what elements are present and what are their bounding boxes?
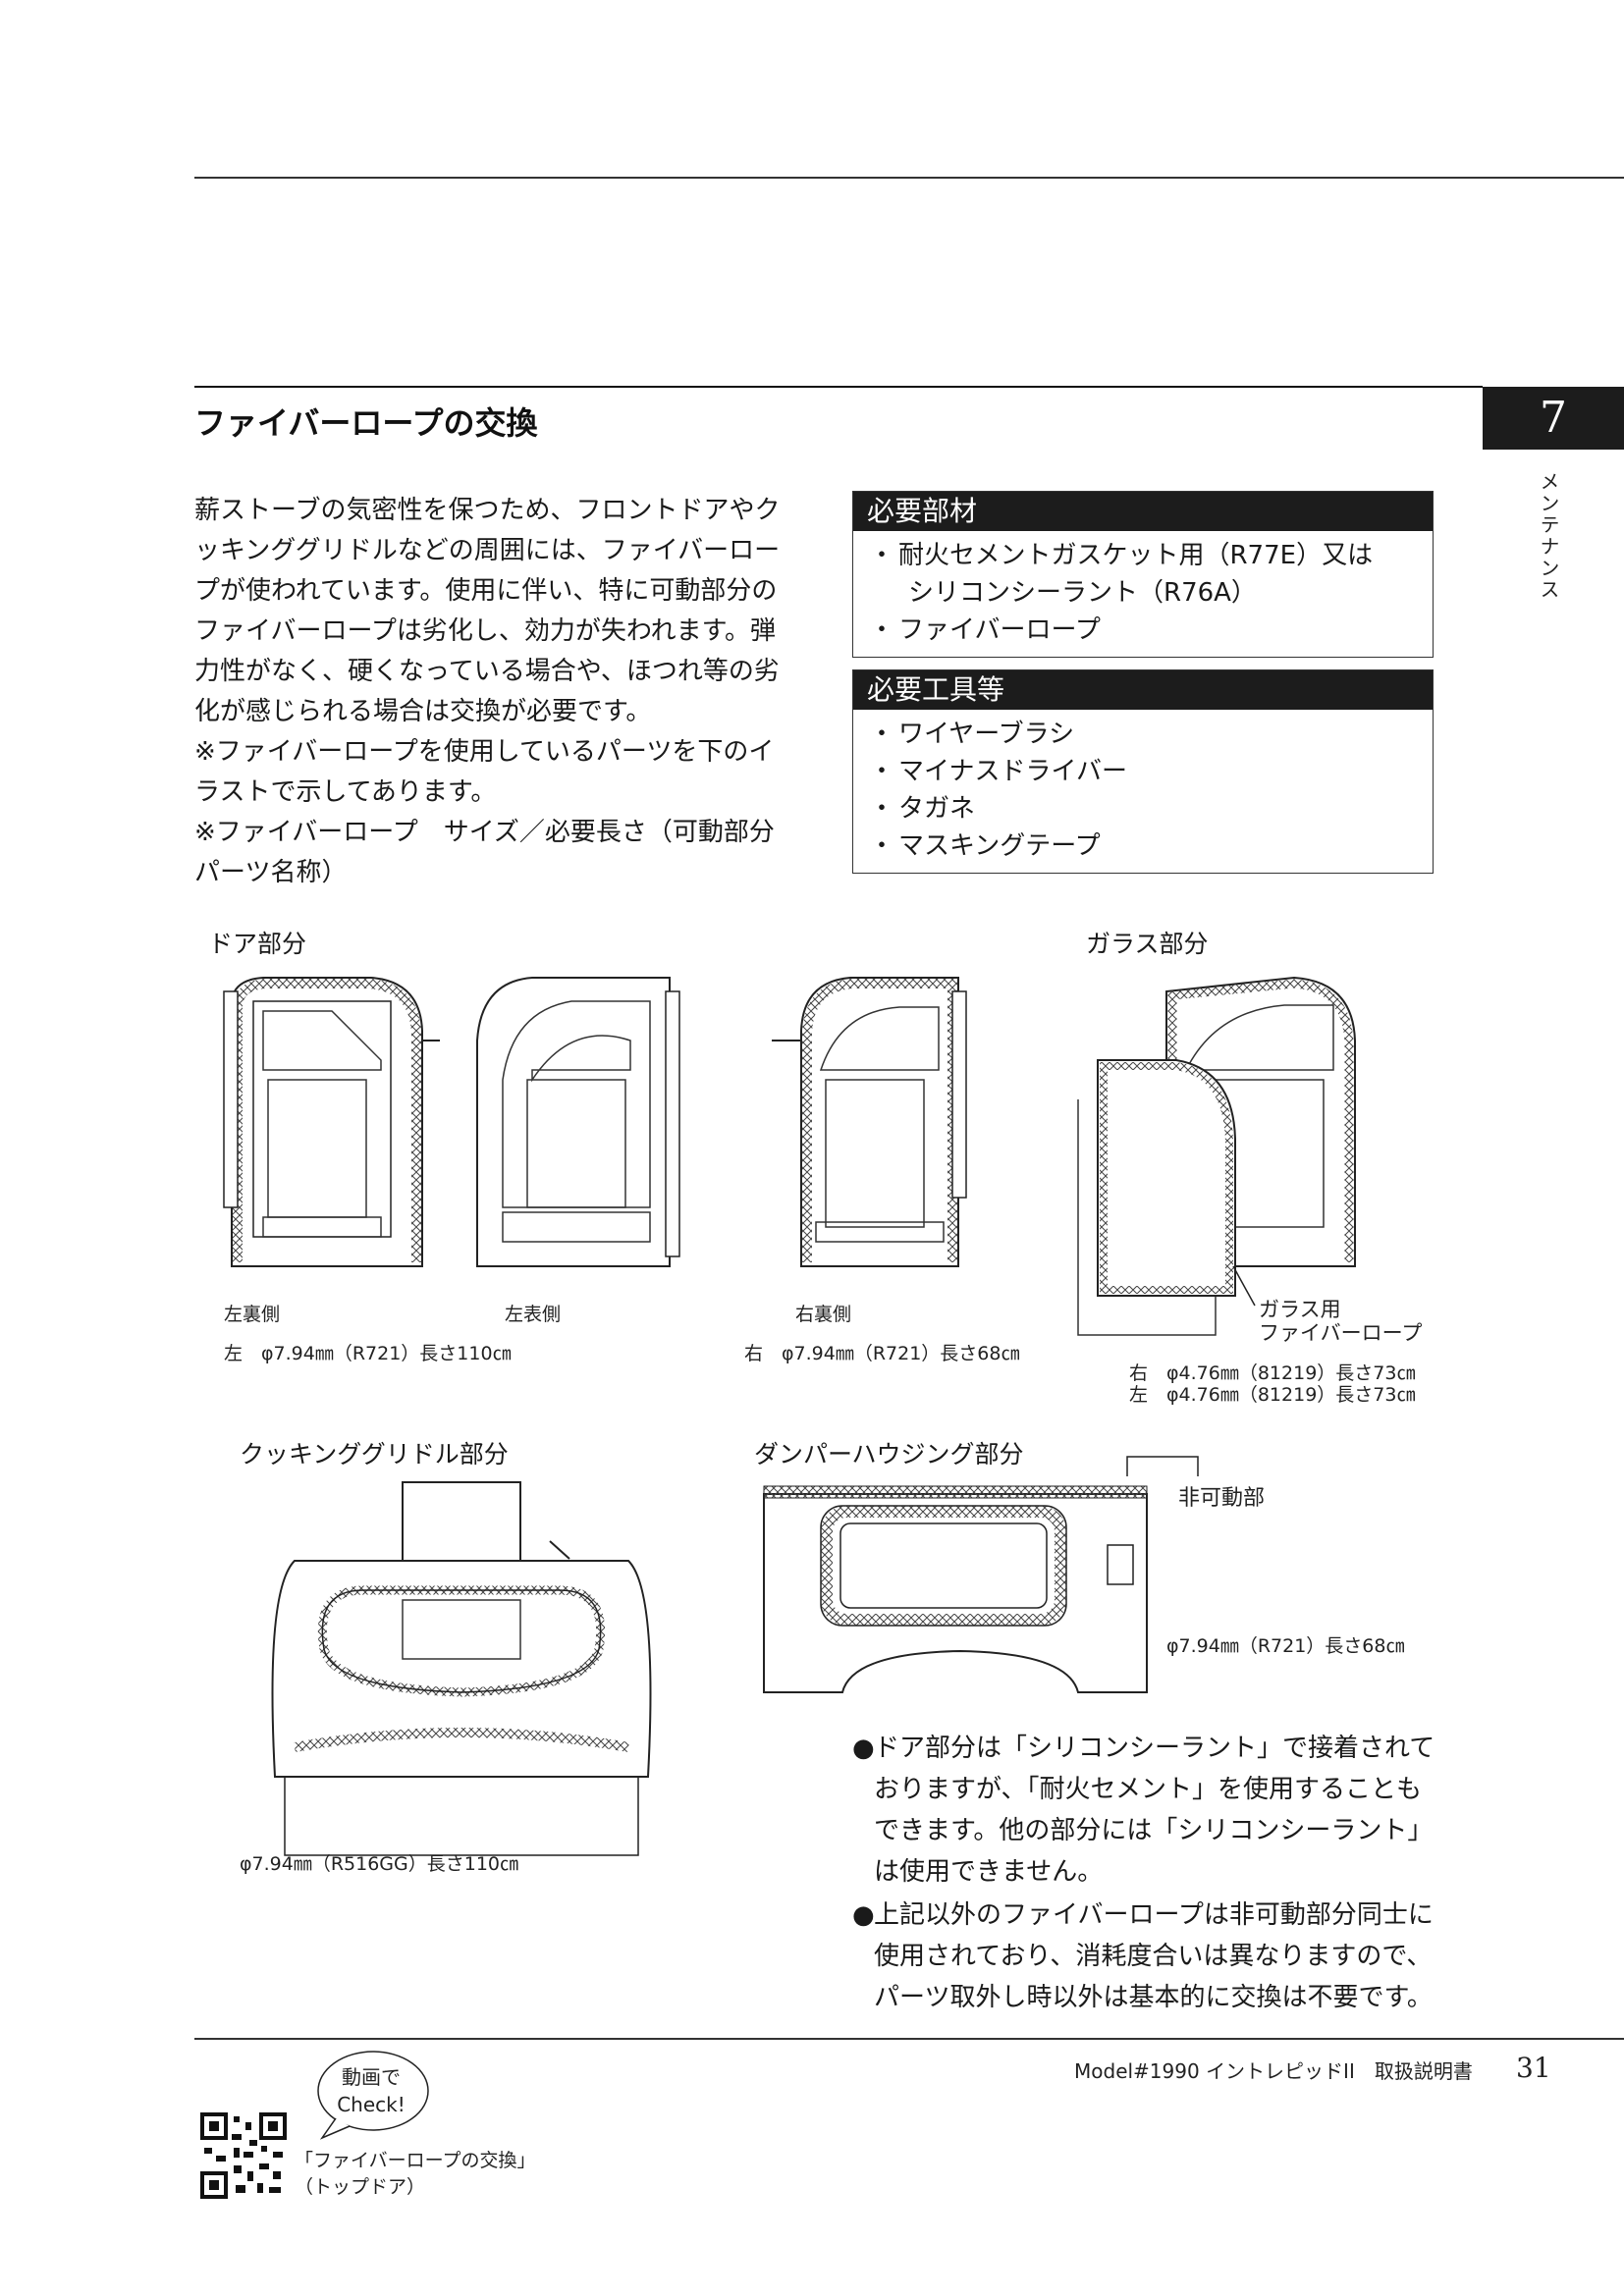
page-number: 31 <box>1516 2052 1551 2084</box>
glass-rope-label-2: ファイバーロープ <box>1259 1321 1423 1345</box>
door-right-back-illustration <box>772 977 967 1267</box>
footer-rule <box>194 2038 1624 2040</box>
glass-illustration <box>1077 976 1356 1336</box>
footer-model: Model#1990 イントレピッドII 取扱説明書 <box>1074 2059 1473 2083</box>
list-item: シリコンシーラント（R76A） <box>908 578 1257 608</box>
intro-paragraph: 薪ストーブの気密性を保つため、フロントドアやクッキンググリドルなどの周囲には、フ… <box>194 496 781 726</box>
glass-heading: ガラス部分 <box>1086 930 1209 958</box>
list-item: ・耐火セメントガスケット用（R77E）又は <box>869 541 1374 570</box>
list-item: ・マスキングテープ <box>869 831 1101 861</box>
door-heading: ドア部分 <box>208 930 307 958</box>
griddle-heading: クッキンググリドル部分 <box>240 1440 509 1468</box>
intro-note-1: ※ファイバーロープを使用しているパーツを下のイラストで示してあります。 <box>194 737 775 807</box>
bubble-text: 動画で Check! <box>337 2065 406 2116</box>
required-parts-title: 必要部材 <box>853 492 1433 531</box>
required-tools-title: 必要工具等 <box>853 670 1433 710</box>
damper-housing-illustration <box>763 1456 1199 1693</box>
notes-list: ●ドア部分は「シリコンシーラント」で接着されておりますが、「耐火セメント」を使用… <box>852 1728 1441 2020</box>
griddle-spec: φ7.94㎜（R516GG）長さ110㎝ <box>240 1853 519 1875</box>
list-item: ●ドア部分は「シリコンシーラント」で接着されておりますが、「耐火セメント」を使用… <box>852 1734 1435 1887</box>
griddle-illustration <box>271 1481 652 1856</box>
intro-text: 薪ストーブの気密性を保つため、フロントドアやクッキンググリドルなどの周囲には、フ… <box>194 491 784 893</box>
top-rule <box>194 177 1624 179</box>
intro-note-2: ※ファイバーロープ サイズ／必要長さ（可動部分パーツ名称） <box>194 818 775 887</box>
list-item: ・タガネ <box>869 794 976 824</box>
damper-fixed-label: 非可動部 <box>1178 1486 1266 1511</box>
damper-heading: ダンパーハウジング部分 <box>754 1440 1024 1468</box>
required-tools-box: 必要工具等 ・ワイヤーブラシ ・マイナスドライバー ・タガネ ・マスキングテープ <box>852 669 1434 874</box>
section-title: ファイバーロープの交換 <box>194 404 538 442</box>
glass-spec-left: 左 φ4.76㎜（81219）長さ73㎝ <box>1129 1384 1416 1406</box>
door-left-front-illustration <box>476 977 680 1267</box>
chapter-side-label: メンテナンス <box>1537 471 1560 601</box>
right-back-caption: 右裏側 <box>795 1304 852 1325</box>
section-rule <box>194 386 1483 388</box>
speech-bubble-icon <box>317 2051 429 2140</box>
glass-spec-right: 右 φ4.76㎜（81219）長さ73㎝ <box>1129 1362 1416 1384</box>
door-left-back-illustration <box>223 977 440 1267</box>
glass-rope-label-1: ガラス用 <box>1259 1298 1341 1321</box>
list-item: ●上記以外のファイバーロープは非可動部分同士に使用されており、消耗度合いは異なり… <box>852 1900 1434 2012</box>
qr-caption: 「ファイバーロープの交換」 （トップドア） <box>295 2150 536 2198</box>
right-door-spec: 右 φ7.94㎜（R721）長さ68㎝ <box>744 1343 1020 1364</box>
damper-spec: φ7.94㎜（R721）長さ68㎝ <box>1166 1635 1405 1657</box>
left-back-caption: 左裏側 <box>224 1304 281 1325</box>
qr-code-icon[interactable] <box>200 2112 287 2199</box>
chapter-number: 7 <box>1483 387 1624 450</box>
required-parts-box: 必要部材 ・耐火セメントガスケット用（R77E）又は シリコンシーラント（R76… <box>852 491 1434 658</box>
left-front-caption: 左表側 <box>505 1304 562 1325</box>
list-item: ・ファイバーロープ <box>869 615 1101 645</box>
left-door-spec: 左 φ7.94㎜（R721）長さ110㎝ <box>224 1343 512 1364</box>
list-item: ・マイナスドライバー <box>869 757 1127 786</box>
list-item: ・ワイヤーブラシ <box>869 720 1075 749</box>
